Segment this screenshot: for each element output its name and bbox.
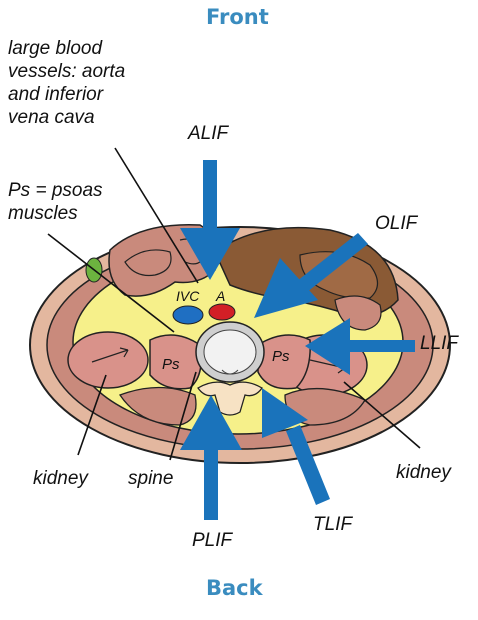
kidney-left-shape — [68, 332, 148, 388]
aorta-label: A — [216, 288, 225, 304]
ps-left-label: Ps — [162, 356, 180, 374]
psoas-label-line2: muscles — [8, 203, 78, 225]
ivc-vessel — [173, 306, 203, 324]
vertebral-body-inner — [204, 330, 256, 374]
olif-label: OLIF — [375, 213, 417, 235]
tlif-label: TLIF — [313, 514, 352, 536]
plif-label: PLIF — [192, 530, 232, 552]
llif-label: LLIF — [420, 333, 458, 355]
kidney-left-label: kidney — [33, 468, 88, 490]
front-title: Front — [206, 5, 269, 29]
alif-label: ALIF — [188, 123, 228, 145]
psoas-label-line1: Ps = psoas — [8, 180, 103, 202]
vessels-label-line3: and inferior — [8, 84, 103, 106]
vessels-label-line1: large blood — [8, 38, 102, 60]
spine-label: spine — [128, 468, 173, 490]
ivc-label: IVC — [176, 288, 199, 304]
vessels-label-line4: vena cava — [8, 107, 95, 129]
ps-right-label: Ps — [272, 348, 290, 366]
kidney-right-label: kidney — [396, 462, 451, 484]
back-title: Back — [206, 576, 263, 600]
aorta-vessel — [209, 304, 235, 320]
vessels-label-line2: vessels: aorta — [8, 61, 125, 83]
